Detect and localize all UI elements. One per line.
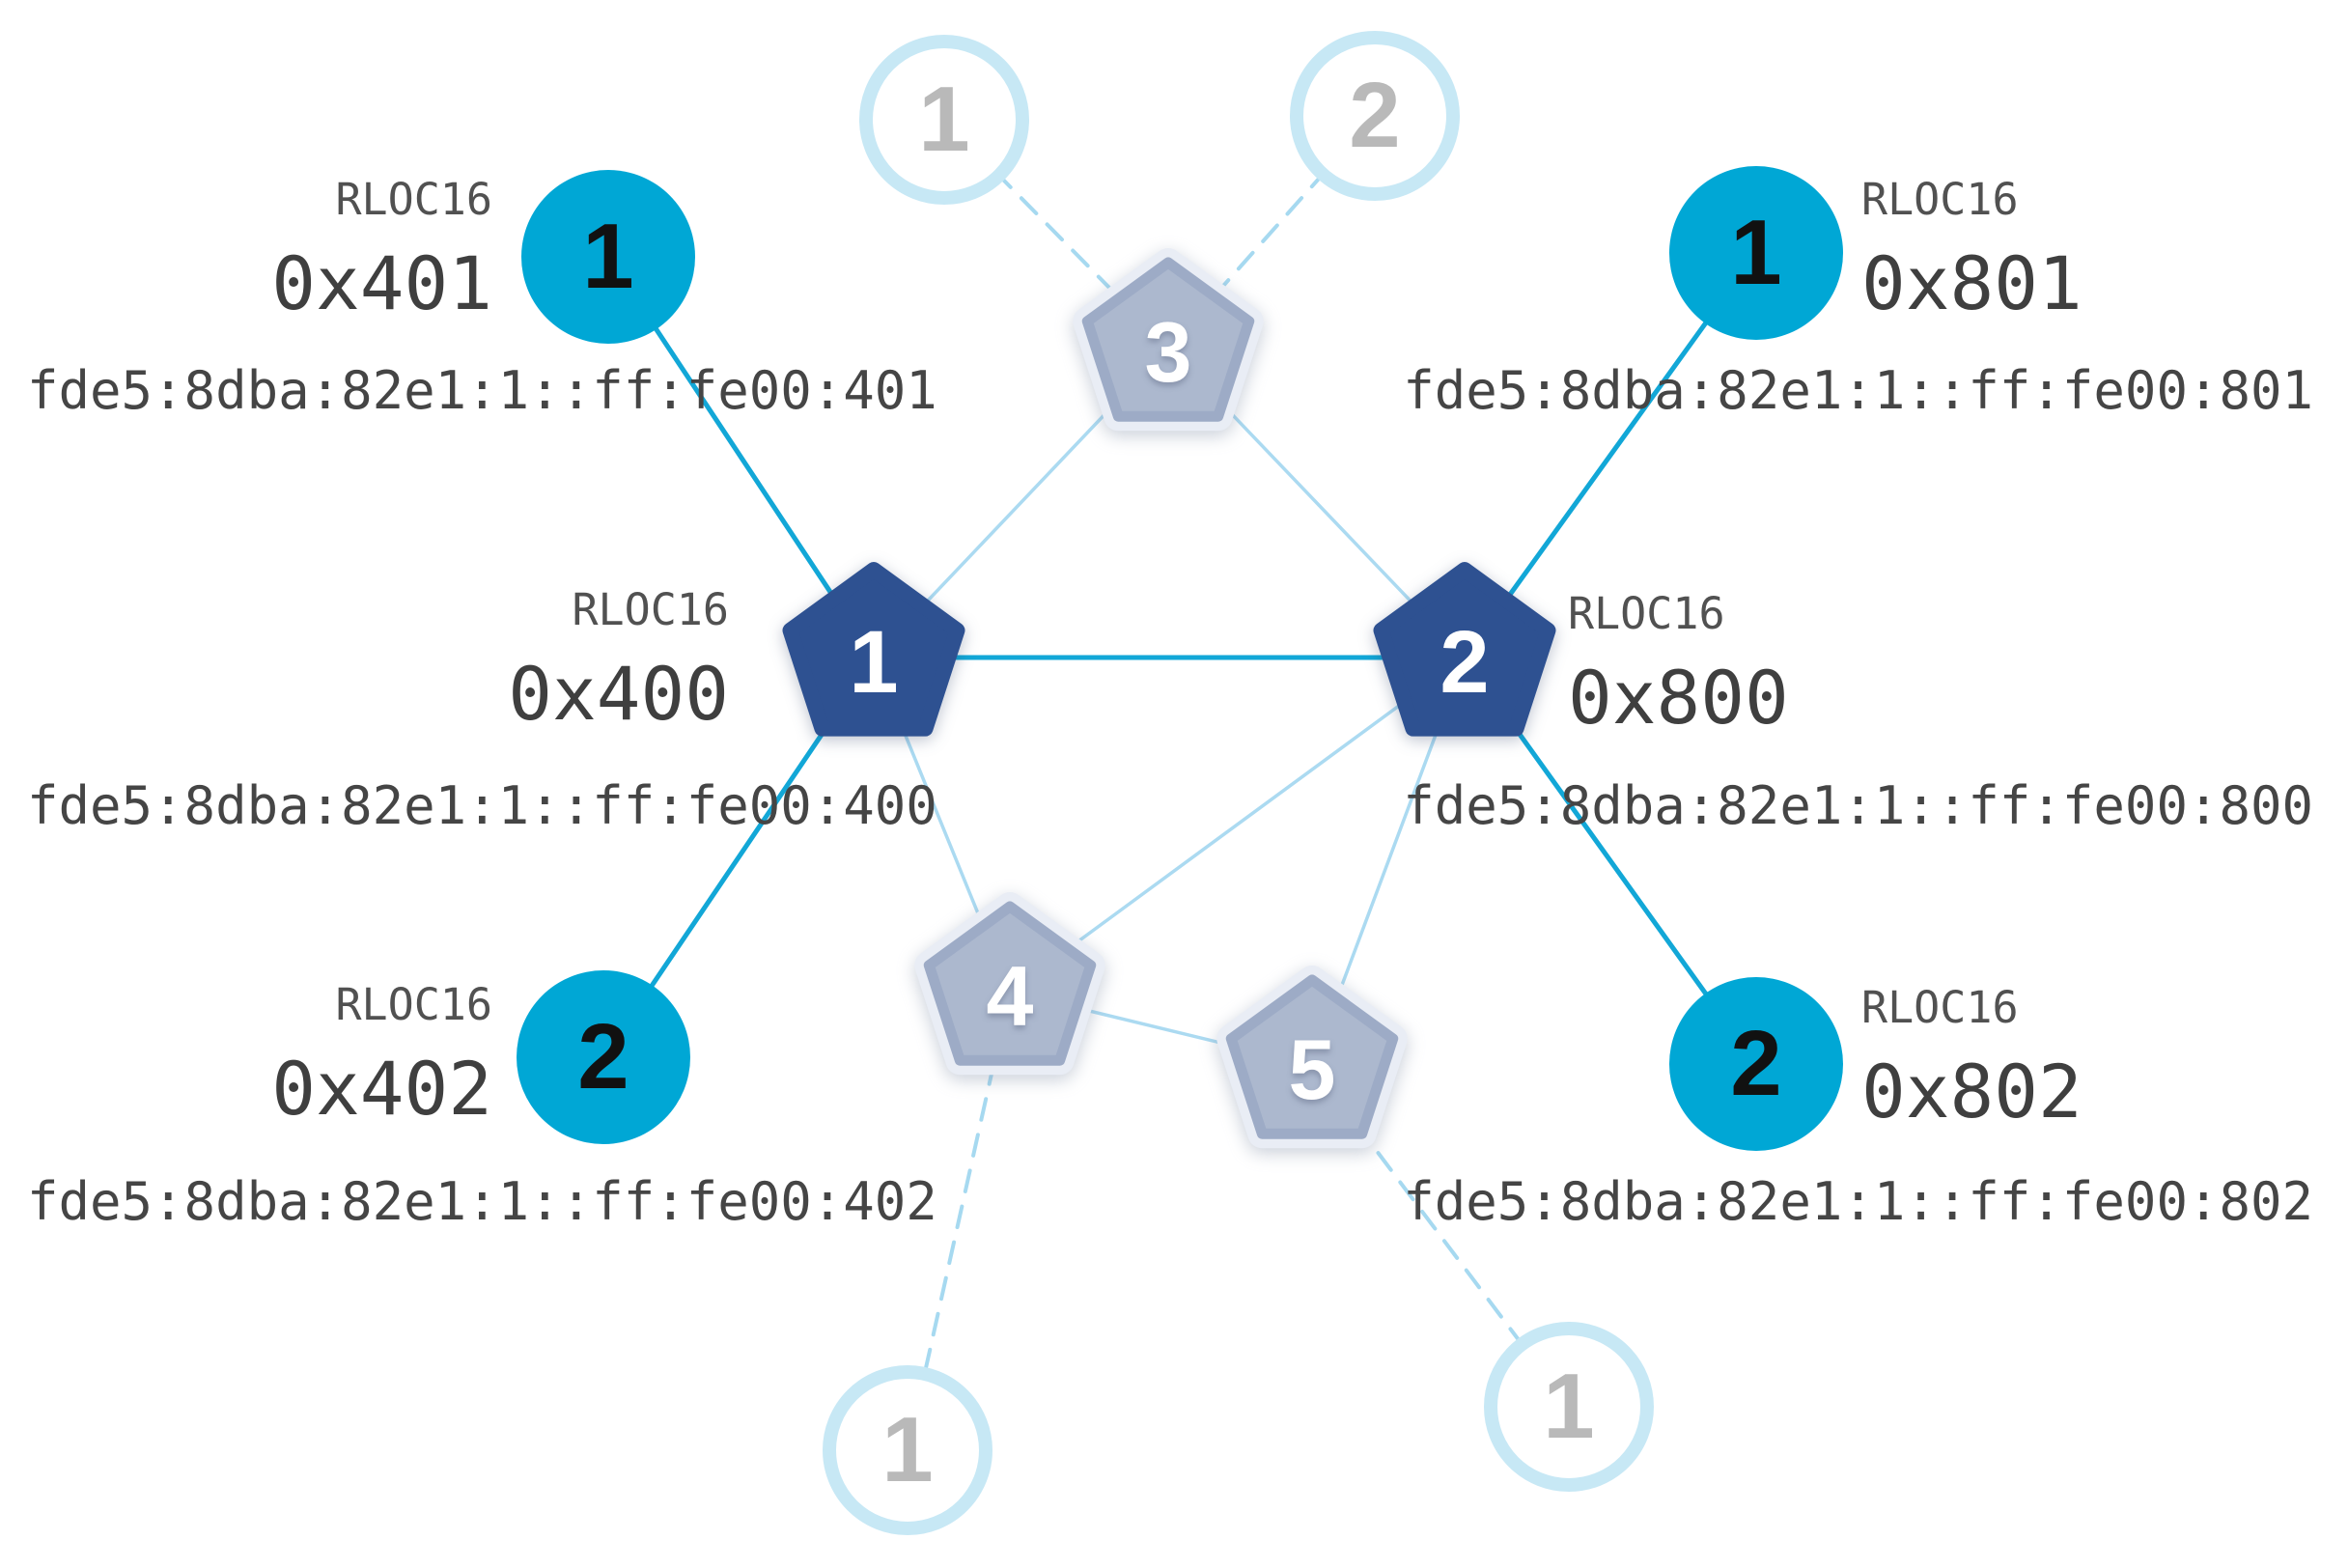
ipv6-address-child-401: fde5:8dba:82e1:1::ff:fe00:401 bbox=[27, 360, 937, 421]
node-router-4: 4 bbox=[894, 876, 1126, 1107]
rloc16-value: 0x801 bbox=[1861, 240, 2082, 326]
node-number: 4 bbox=[986, 948, 1034, 1044]
router-pentagon-icon bbox=[1216, 966, 1408, 1149]
rloc16-title: RLOC16 bbox=[1861, 174, 2019, 225]
router-pentagon-icon bbox=[1373, 562, 1556, 737]
rloc16-value: 0x401 bbox=[271, 240, 492, 326]
node-number: 5 bbox=[1288, 1022, 1336, 1117]
node-number: 2 bbox=[577, 1005, 629, 1108]
rloc16-title: RLOC16 bbox=[335, 174, 492, 225]
node-number: 1 bbox=[918, 68, 970, 171]
child-circle-icon bbox=[1669, 166, 1843, 340]
child-circle-icon bbox=[517, 970, 690, 1144]
rloc-label-router-1: RLOC16 0x400 bbox=[266, 585, 729, 736]
rloc-label-child-401: RLOC16 0x401 bbox=[29, 175, 492, 325]
node-child-top-1: 1 bbox=[859, 35, 1029, 205]
node-router-3: 3 bbox=[1052, 232, 1284, 463]
node-child-top-2: 2 bbox=[1290, 31, 1460, 201]
ipv6-address-child-801: fde5:8dba:82e1:1::ff:fe00:801 bbox=[1403, 360, 2313, 421]
rloc-label-child-802: RLOC16 0x802 bbox=[1861, 983, 2082, 1134]
router-pentagon-icon bbox=[1073, 248, 1264, 432]
rloc16-title: RLOC16 bbox=[1568, 588, 1725, 639]
ipv6-address-router-2: fde5:8dba:82e1:1::ff:fe00:800 bbox=[1403, 775, 2313, 836]
rloc16-title: RLOC16 bbox=[572, 584, 729, 635]
rloc16-value: 0x402 bbox=[271, 1046, 492, 1132]
rloc-label-router-2: RLOC16 0x800 bbox=[1568, 589, 1789, 740]
rloc16-title: RLOC16 bbox=[1861, 982, 2019, 1033]
node-child-bottom-right: 1 bbox=[1484, 1322, 1654, 1492]
rloc16-value: 0x802 bbox=[1861, 1049, 2082, 1134]
rloc16-title: RLOC16 bbox=[335, 979, 492, 1030]
link-router-2-router-4-mesh bbox=[1008, 656, 1467, 994]
router-pentagon-icon bbox=[914, 892, 1105, 1076]
rloc16-value: 0x800 bbox=[1568, 655, 1789, 741]
node-number: 3 bbox=[1144, 304, 1192, 400]
node-number: 2 bbox=[1349, 64, 1401, 167]
router-pentagon-icon bbox=[782, 562, 965, 737]
node-number: 2 bbox=[1440, 613, 1490, 712]
node-router-1: 1 bbox=[749, 533, 998, 782]
node-child-801: 1 bbox=[1669, 166, 1843, 340]
node-child-802: 2 bbox=[1669, 977, 1843, 1151]
node-number: 1 bbox=[582, 205, 634, 308]
node-child-bottom-left: 1 bbox=[823, 1365, 992, 1535]
child-circle-icon bbox=[521, 170, 695, 344]
node-number: 1 bbox=[881, 1398, 934, 1501]
ipv6-address-child-802: fde5:8dba:82e1:1::ff:fe00:802 bbox=[1403, 1171, 2313, 1232]
rloc-label-child-402: RLOC16 0x402 bbox=[29, 980, 492, 1131]
ipv6-address-router-1: fde5:8dba:82e1:1::ff:fe00:400 bbox=[27, 775, 937, 836]
node-number: 1 bbox=[1543, 1355, 1595, 1458]
node-child-402: 2 bbox=[517, 970, 690, 1144]
node-number: 2 bbox=[1730, 1012, 1782, 1115]
node-router-5: 5 bbox=[1196, 949, 1428, 1181]
rloc-label-child-801: RLOC16 0x801 bbox=[1861, 175, 2082, 325]
node-number: 1 bbox=[849, 613, 899, 712]
node-router-2: 2 bbox=[1340, 533, 1589, 782]
node-number: 1 bbox=[1730, 201, 1782, 304]
rloc16-value: 0x400 bbox=[508, 651, 729, 737]
child-circle-icon bbox=[1669, 977, 1843, 1151]
ipv6-address-child-402: fde5:8dba:82e1:1::ff:fe00:402 bbox=[27, 1171, 937, 1232]
node-child-401: 1 bbox=[521, 170, 695, 344]
